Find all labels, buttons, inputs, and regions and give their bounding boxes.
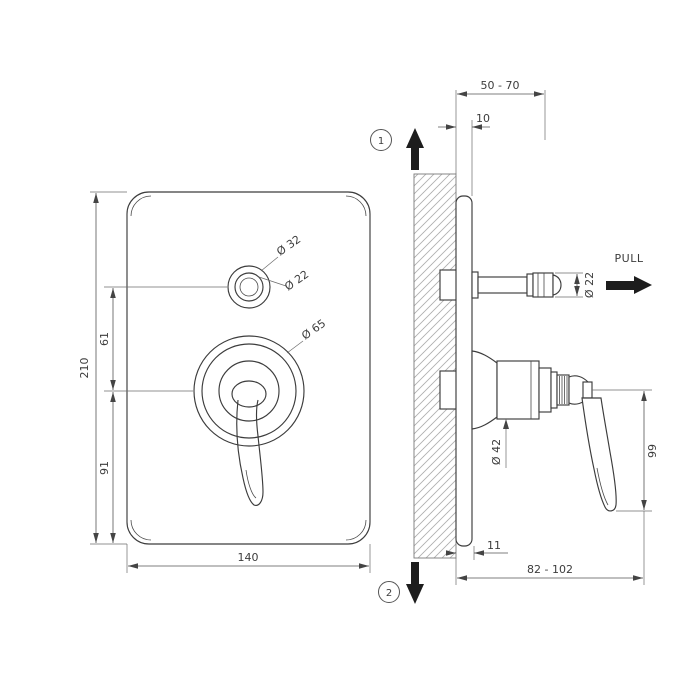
valve-step xyxy=(538,367,552,413)
leader-dia65 xyxy=(286,340,304,354)
up-arrow-head xyxy=(406,128,424,148)
diverter-side xyxy=(471,271,562,299)
label-82-102: 82 - 102 xyxy=(527,563,573,576)
faceplate-outline xyxy=(126,191,371,545)
dim-10-arrow-left xyxy=(446,124,456,130)
escutcheon-mid-ring xyxy=(201,343,297,439)
leader-dia32 xyxy=(260,256,279,272)
dim-11-arrow-left xyxy=(446,550,456,556)
diverter-knob-tip xyxy=(552,274,562,296)
escutcheon-outer-ring xyxy=(193,335,305,447)
handle-lever-front xyxy=(236,399,264,506)
marker-1-circle xyxy=(370,129,392,151)
diverter-shaft xyxy=(477,276,528,294)
valve-ring xyxy=(550,371,558,409)
marker-1-number: 1 xyxy=(378,136,384,147)
handle-lever-side-detail xyxy=(596,467,609,506)
down-arrow xyxy=(406,562,424,604)
down-arrow-shaft xyxy=(411,562,419,584)
pull-arrow-shaft xyxy=(606,281,634,290)
diverter-wall-body xyxy=(439,269,458,301)
label-11: 11 xyxy=(487,539,501,552)
label-61: 61 xyxy=(98,332,111,346)
wall-section xyxy=(413,173,457,559)
dia42-arrow xyxy=(503,419,509,429)
handle-lever-detail xyxy=(245,469,257,499)
marker-2-number: 2 xyxy=(386,588,392,599)
faceplate-corner-detail-tr xyxy=(345,195,367,217)
handle-lever-side xyxy=(581,397,617,512)
label-dia22-front: Ø 22 xyxy=(282,268,311,294)
up-arrow-shaft xyxy=(411,148,419,170)
label-10: 10 xyxy=(476,112,490,125)
valve-side xyxy=(471,350,617,512)
faceplate-corner-detail-br xyxy=(345,519,367,541)
up-arrow xyxy=(406,128,424,170)
diverter-button xyxy=(227,265,271,309)
label-height-210: 210 xyxy=(78,358,91,379)
handle-escutcheon xyxy=(193,335,305,506)
label-dia22-side: Ø 22 xyxy=(583,272,596,298)
marker-2-circle xyxy=(378,581,400,603)
label-dia65: Ø 65 xyxy=(299,317,328,343)
dim-10-arrow-right xyxy=(472,124,482,130)
diverter-flange xyxy=(471,271,479,299)
escutcheon-hub-ring xyxy=(218,360,280,422)
lever-pivot xyxy=(582,381,593,399)
faceplate-side-profile xyxy=(455,195,473,547)
front-view: Ø 32 Ø 22 Ø 65 210 61 91 140 xyxy=(78,191,371,573)
label-dia32: Ø 32 xyxy=(274,233,303,259)
leader-dia22-front xyxy=(258,276,287,287)
label-50-70: 50 - 70 xyxy=(481,79,520,92)
diverter-collar xyxy=(526,273,534,297)
valve-wall-body xyxy=(439,370,458,410)
pull-arrow-head xyxy=(634,276,652,294)
pull-label: PULL xyxy=(615,252,644,265)
diverter-knob xyxy=(532,272,554,298)
label-99: 99 xyxy=(646,444,659,458)
side-view: Ø 22 PULL Ø 42 xyxy=(370,79,659,604)
label-width-140: 140 xyxy=(238,551,259,564)
diverter-button-outer-ring xyxy=(227,265,271,309)
valve-body xyxy=(496,360,540,420)
faceplate-corner-detail-tl xyxy=(130,195,152,217)
pull-arrow xyxy=(606,276,652,294)
diverter-button-inner-ring xyxy=(239,277,259,297)
lever-base xyxy=(231,380,267,408)
dim-11-arrow-right xyxy=(474,550,484,556)
label-dia42: Ø 42 xyxy=(490,439,503,465)
down-arrow-head xyxy=(406,584,424,604)
label-91: 91 xyxy=(98,461,111,475)
valve-bell xyxy=(471,350,498,430)
diverter-button-mid-ring xyxy=(234,272,264,302)
faceplate-corner-detail-bl xyxy=(130,519,152,541)
